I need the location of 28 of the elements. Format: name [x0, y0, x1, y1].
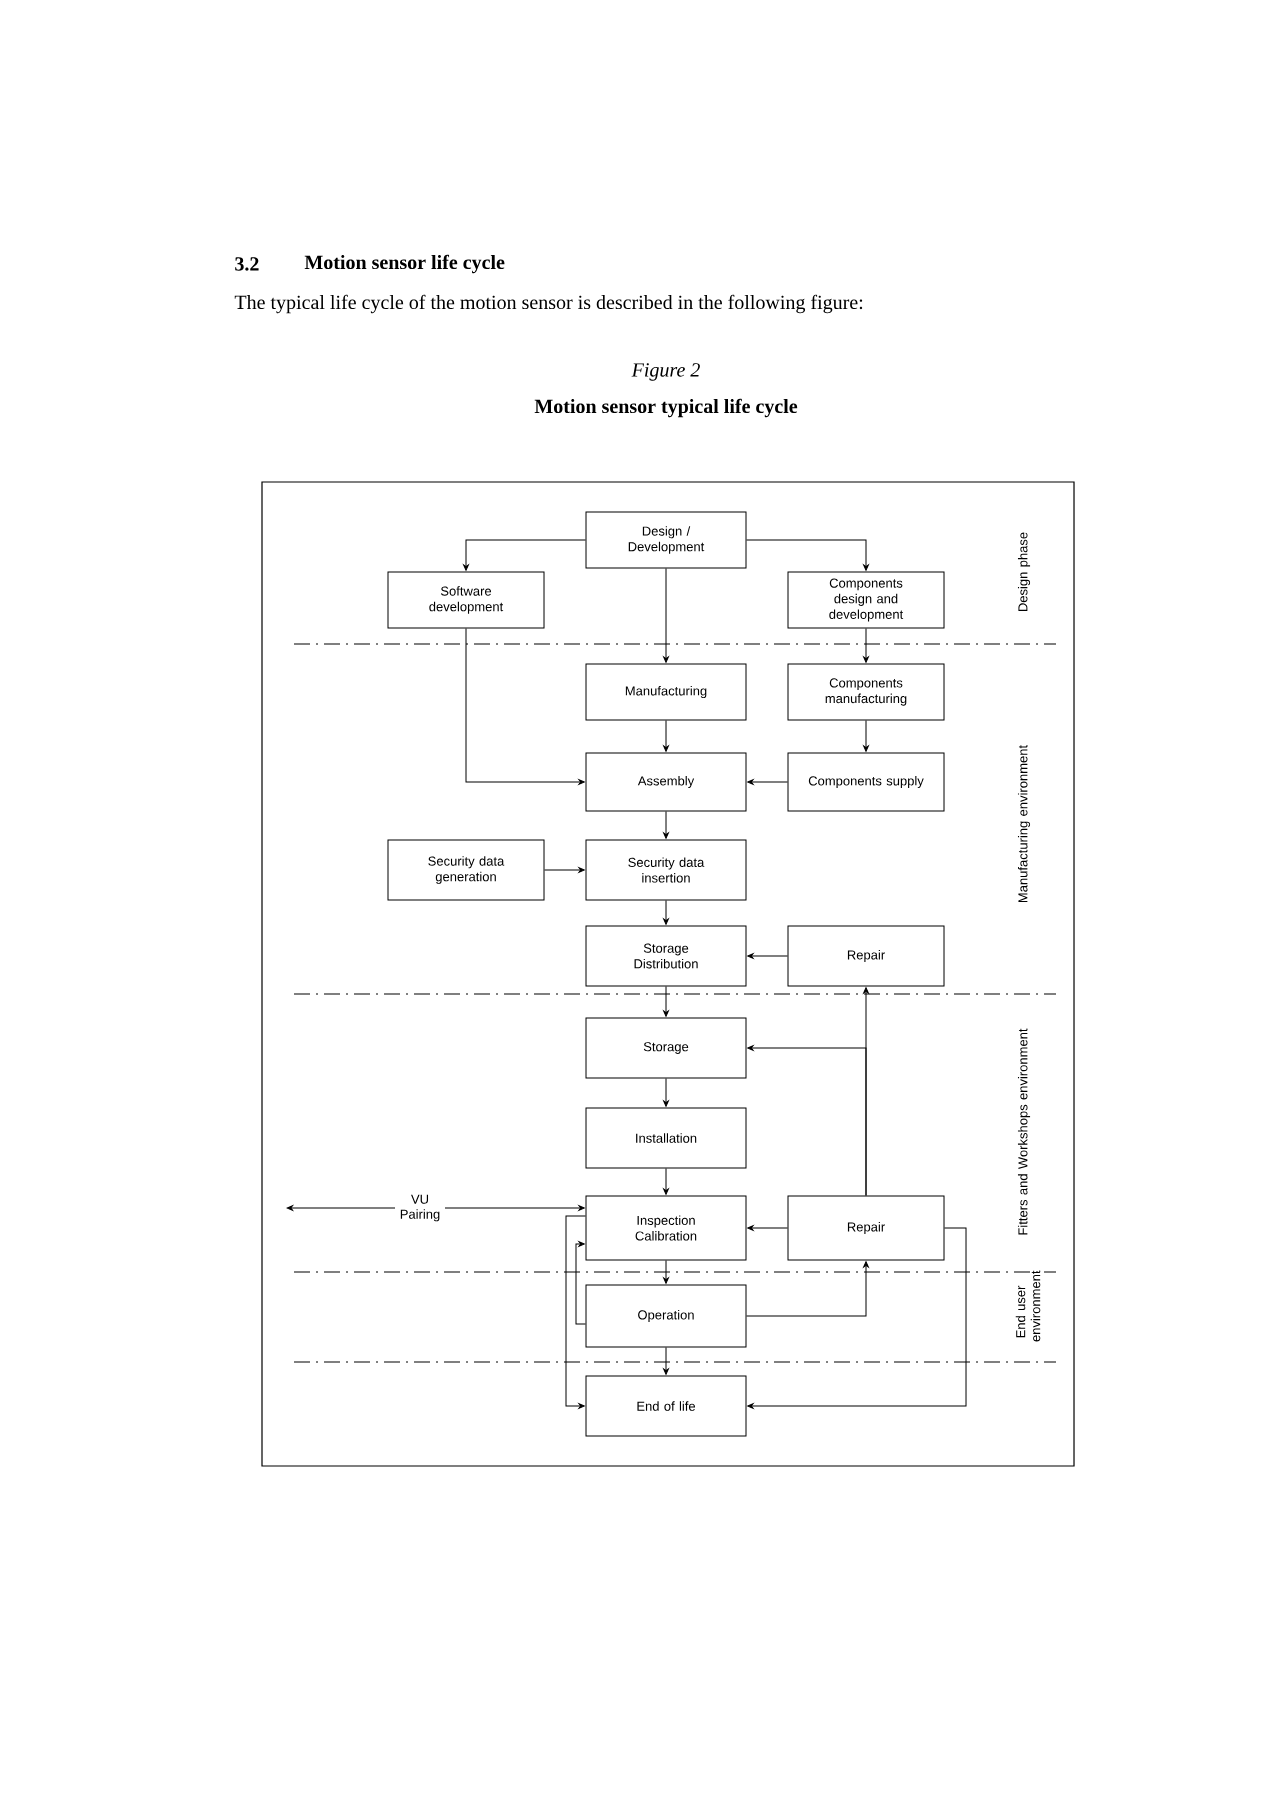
arrow — [663, 1078, 669, 1107]
arrow — [746, 1261, 869, 1317]
arrow — [463, 539, 586, 571]
arrow — [565, 1215, 586, 1409]
figure-title: Motion sensor typical life cycle — [534, 398, 798, 418]
arrow — [747, 1227, 967, 1409]
arrow — [663, 1260, 669, 1284]
body-text: The typical life cycle of the motion sensor is described in the following figure: — [234, 294, 863, 314]
arrow — [747, 1225, 788, 1231]
arrow — [747, 1045, 867, 1196]
arrow — [747, 779, 788, 785]
arrow — [863, 720, 869, 752]
arrow — [663, 568, 669, 663]
arrow — [575, 1241, 586, 1325]
arrow — [663, 720, 669, 752]
arrow — [663, 900, 669, 925]
figure-number: Figure 2 — [631, 363, 700, 381]
section-number: 3.2 — [235, 257, 259, 271]
arrow — [663, 1168, 669, 1195]
arrow — [663, 811, 669, 839]
arrow — [746, 539, 869, 571]
arrow — [544, 867, 585, 873]
arrow — [663, 986, 669, 1017]
section-heading: Motion sensor life cycle — [304, 254, 505, 274]
arrow — [663, 1347, 669, 1375]
arrow — [863, 628, 869, 663]
arrow — [747, 953, 788, 959]
arrow — [465, 628, 585, 785]
